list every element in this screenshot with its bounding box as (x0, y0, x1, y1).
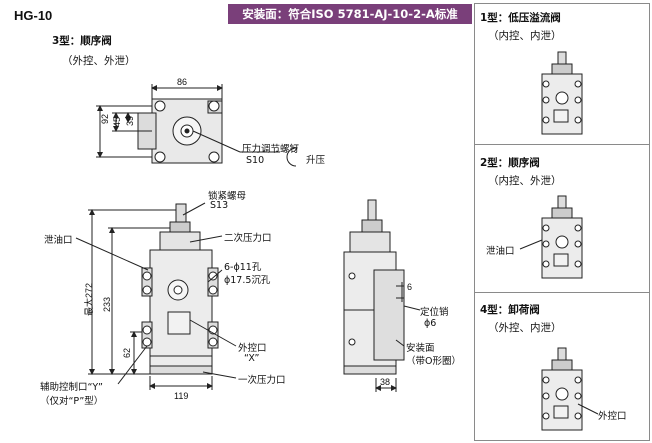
dim-top-h3: 92 (100, 114, 110, 124)
type-variants-panel (474, 3, 650, 441)
variant-4-subtitle: （外控、内泄） (488, 322, 562, 334)
side-view (343, 199, 421, 392)
variant-2-title: 2型：顺序阀 (480, 157, 540, 169)
dim-side-width: 38 (380, 377, 391, 387)
label-drain-port: 泄油口 (44, 235, 73, 246)
label-secondary-port: 二次压力口 (224, 233, 272, 244)
dim-front-width: 119 (174, 391, 189, 401)
label-lock-nut: 锁紧螺母 (208, 191, 247, 202)
dim-front-total-value: 最大272 (84, 282, 94, 316)
variant-1-title: 1型：低压溢流阀 (480, 12, 561, 24)
dim-front-total: 最大272 (82, 283, 95, 316)
dim-top-h1-value: 45 (112, 116, 122, 127)
dim-top-h2: 39 (125, 116, 135, 126)
standard-banner: 安装面：符合ISO 5781-AJ-10-2-A标准 (228, 4, 472, 24)
label-holes: 6-ϕ11孔 (224, 262, 262, 273)
label-primary-port: 一次压力口 (238, 375, 286, 386)
label-aux-port: 辅助控制口“Y” (40, 382, 103, 393)
label-locating-pin: 定位销 (420, 307, 449, 318)
label-raise-pressure: 升压 (306, 155, 326, 166)
front-view (75, 202, 237, 390)
label-counterbore: ϕ17.5沉孔 (224, 275, 271, 286)
dim-front-h: 233 (102, 297, 112, 312)
label-aux-port-note: （仅对“P”型） (40, 396, 104, 407)
label-locating-pin-size: ϕ6 (424, 318, 437, 329)
label-mounting-face-note: （带O形圈） (406, 356, 461, 367)
label-pressure-screw-size: S10 (246, 155, 265, 166)
label-pressure-screw: 压力调节螺钉 (242, 144, 300, 155)
top-view (96, 84, 298, 167)
variant-2-subtitle: （内控、外泄） (488, 175, 562, 187)
dim-top-h1: 45 (112, 117, 122, 127)
variant-2-callout: 泄油口 (486, 246, 515, 257)
label-x-mark: “X” (244, 353, 260, 364)
dim-top-width: 86 (177, 77, 188, 87)
model-code: HG-10 (14, 8, 53, 23)
variant-2-drawing (519, 195, 583, 279)
main-type-subtitle: （外控、外泄） (62, 55, 136, 67)
variant-divider-1 (474, 144, 650, 145)
label-mounting-face: 安装面 (406, 343, 435, 354)
label-lock-nut-size: S13 (210, 200, 229, 211)
dim-top-h2-value: 39 (125, 115, 135, 126)
main-type-title: 3型：顺序阀 (52, 35, 112, 47)
variant-1-drawing (541, 51, 583, 135)
dim-front-low: 62 (122, 348, 132, 358)
dim-side-offset: 6 (407, 282, 413, 292)
dim-front-low-value: 62 (122, 347, 132, 358)
variant-4-callout: 外控口 (598, 411, 627, 422)
variant-divider-2 (474, 292, 650, 293)
dim-top-h3-value: 92 (100, 113, 110, 124)
variant-4-drawing (541, 347, 599, 431)
label-external-control: 外控口 (238, 343, 267, 354)
variant-4-title: 4型：卸荷阀 (480, 304, 540, 316)
variant-1-subtitle: （内控、内泄） (488, 30, 562, 42)
dim-front-h-value: 233 (102, 296, 112, 312)
